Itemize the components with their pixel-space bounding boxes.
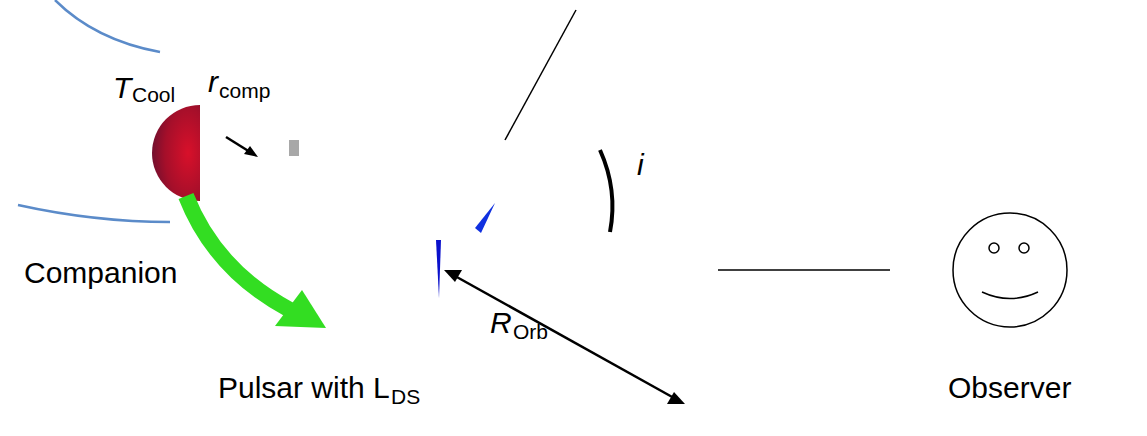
angle-label: i <box>637 150 644 180</box>
symbol-letter: R <box>490 308 512 338</box>
companion-star <box>152 105 200 201</box>
sight-line <box>718 269 890 271</box>
symbol-subscript: DS <box>391 386 420 407</box>
arrowhead <box>667 392 685 404</box>
symbol-subscript: Orb <box>513 321 548 342</box>
part-label: Pulsar with L <box>218 373 390 403</box>
part-label: Observer <box>948 373 1071 403</box>
inclination-arc <box>600 150 612 232</box>
symbol-subscript: comp <box>219 80 270 101</box>
pulsar-beam <box>475 203 495 233</box>
symbol-subscript: Cool <box>132 84 175 105</box>
radius-arrow <box>226 137 250 152</box>
orbit-arc <box>55 0 160 52</box>
orbit-radius-line <box>455 276 674 398</box>
pulsar-beam <box>436 240 441 298</box>
wind-arrow <box>186 196 290 310</box>
symbol-letter: T <box>113 73 131 103</box>
part-label: Companion <box>24 258 177 288</box>
observer-face <box>953 213 1067 327</box>
radius-arrowhead <box>244 146 258 157</box>
arrowhead <box>444 270 462 282</box>
axis-line <box>505 10 576 140</box>
orbit-arc <box>18 205 170 222</box>
observer-eye <box>989 243 999 253</box>
gray-mark <box>289 140 299 156</box>
observer-eye <box>1019 243 1029 253</box>
wind-arrowhead <box>275 290 326 328</box>
symbol-letter: r <box>208 67 218 97</box>
observer-mouth <box>982 292 1038 299</box>
